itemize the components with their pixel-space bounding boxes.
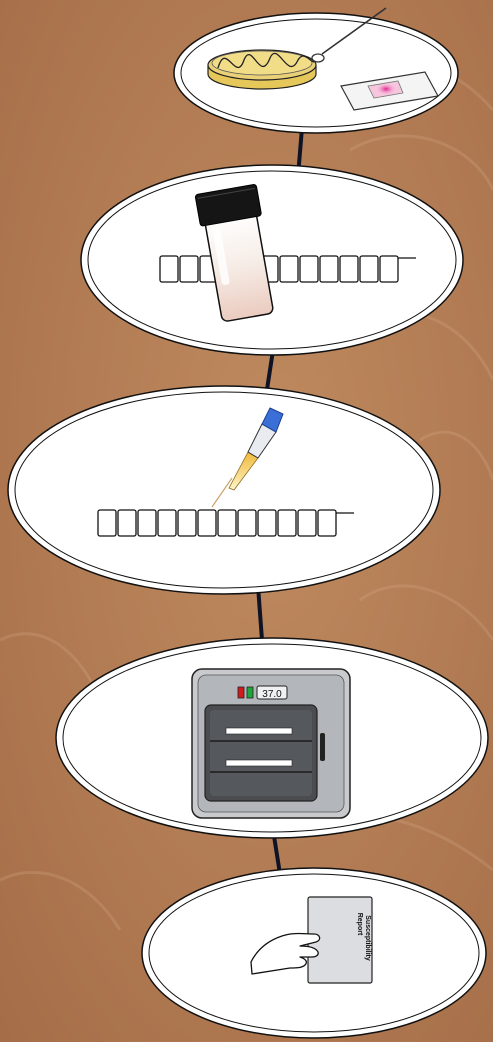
step-report: Susceptibility Report: [142, 868, 486, 1038]
temperature-readout: 37.0: [262, 689, 282, 700]
tube-strip-icon: [98, 510, 354, 536]
step-suspension: [81, 165, 463, 355]
report-label-line1: Susceptibility: [364, 915, 371, 961]
tube-strip-icon: [160, 256, 416, 282]
petri-dish-icon: [208, 50, 316, 89]
step-pipetting: [8, 386, 440, 594]
incubator-icon: 37.0: [192, 669, 350, 818]
power-led-green: [247, 687, 253, 698]
power-led-red: [238, 687, 244, 698]
report-label-line2: Report: [356, 913, 363, 936]
step-incubation: 37.0: [56, 638, 488, 838]
